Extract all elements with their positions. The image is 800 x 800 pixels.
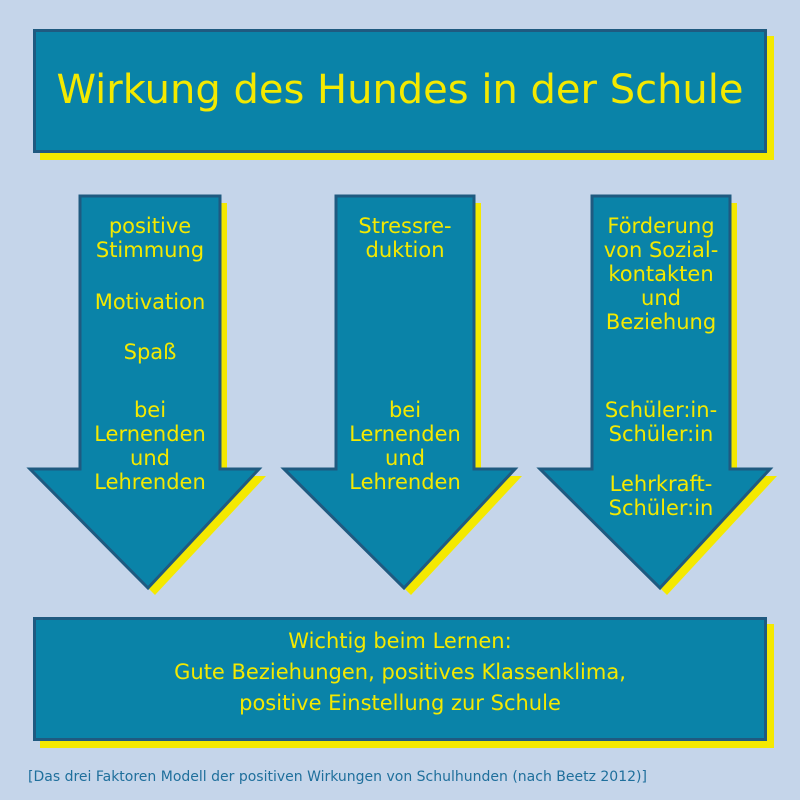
source-caption: [Das drei Faktoren Modell der positiven … [28, 769, 647, 785]
arrow-1 [26, 194, 266, 595]
arrow-2-effect-stress: Stressre- duktion [358, 214, 452, 262]
arrow-1-effect-motivation: Motivation [94, 290, 206, 314]
arrow-3-student-student: Schüler:in- Schüler:in [604, 398, 718, 446]
arrow-1-effect-mood: positive Stimmung [95, 214, 205, 262]
arrow-1-effect-fun: Spaß [123, 340, 177, 364]
summary-line-2: Gute Beziehungen, positives Klassenklima… [174, 660, 626, 684]
arrow-3 [536, 194, 777, 595]
arrow-2 [280, 194, 522, 595]
arrow-3-effect-social: Förderung von Sozial- kontakten und Bezi… [603, 214, 719, 334]
arrow-3-teacher-student: Lehrkraft- Schüler:in [608, 472, 714, 520]
title-box [33, 29, 767, 153]
summary-line-3: positive Einstellung zur Schule [239, 691, 561, 715]
summary-text: Wichtig beim Lernen: Gute Beziehungen, p… [33, 626, 767, 719]
summary-line-1: Wichtig beim Lernen: [288, 629, 512, 653]
summary-box [33, 617, 767, 741]
arrow-2-target-group: bei Lernenden und Lehrenden [349, 398, 461, 494]
arrow-1-target-group: bei Lernenden und Lehrenden [94, 398, 206, 494]
page-title: Wirkung des Hundes in der Schule [56, 67, 744, 113]
